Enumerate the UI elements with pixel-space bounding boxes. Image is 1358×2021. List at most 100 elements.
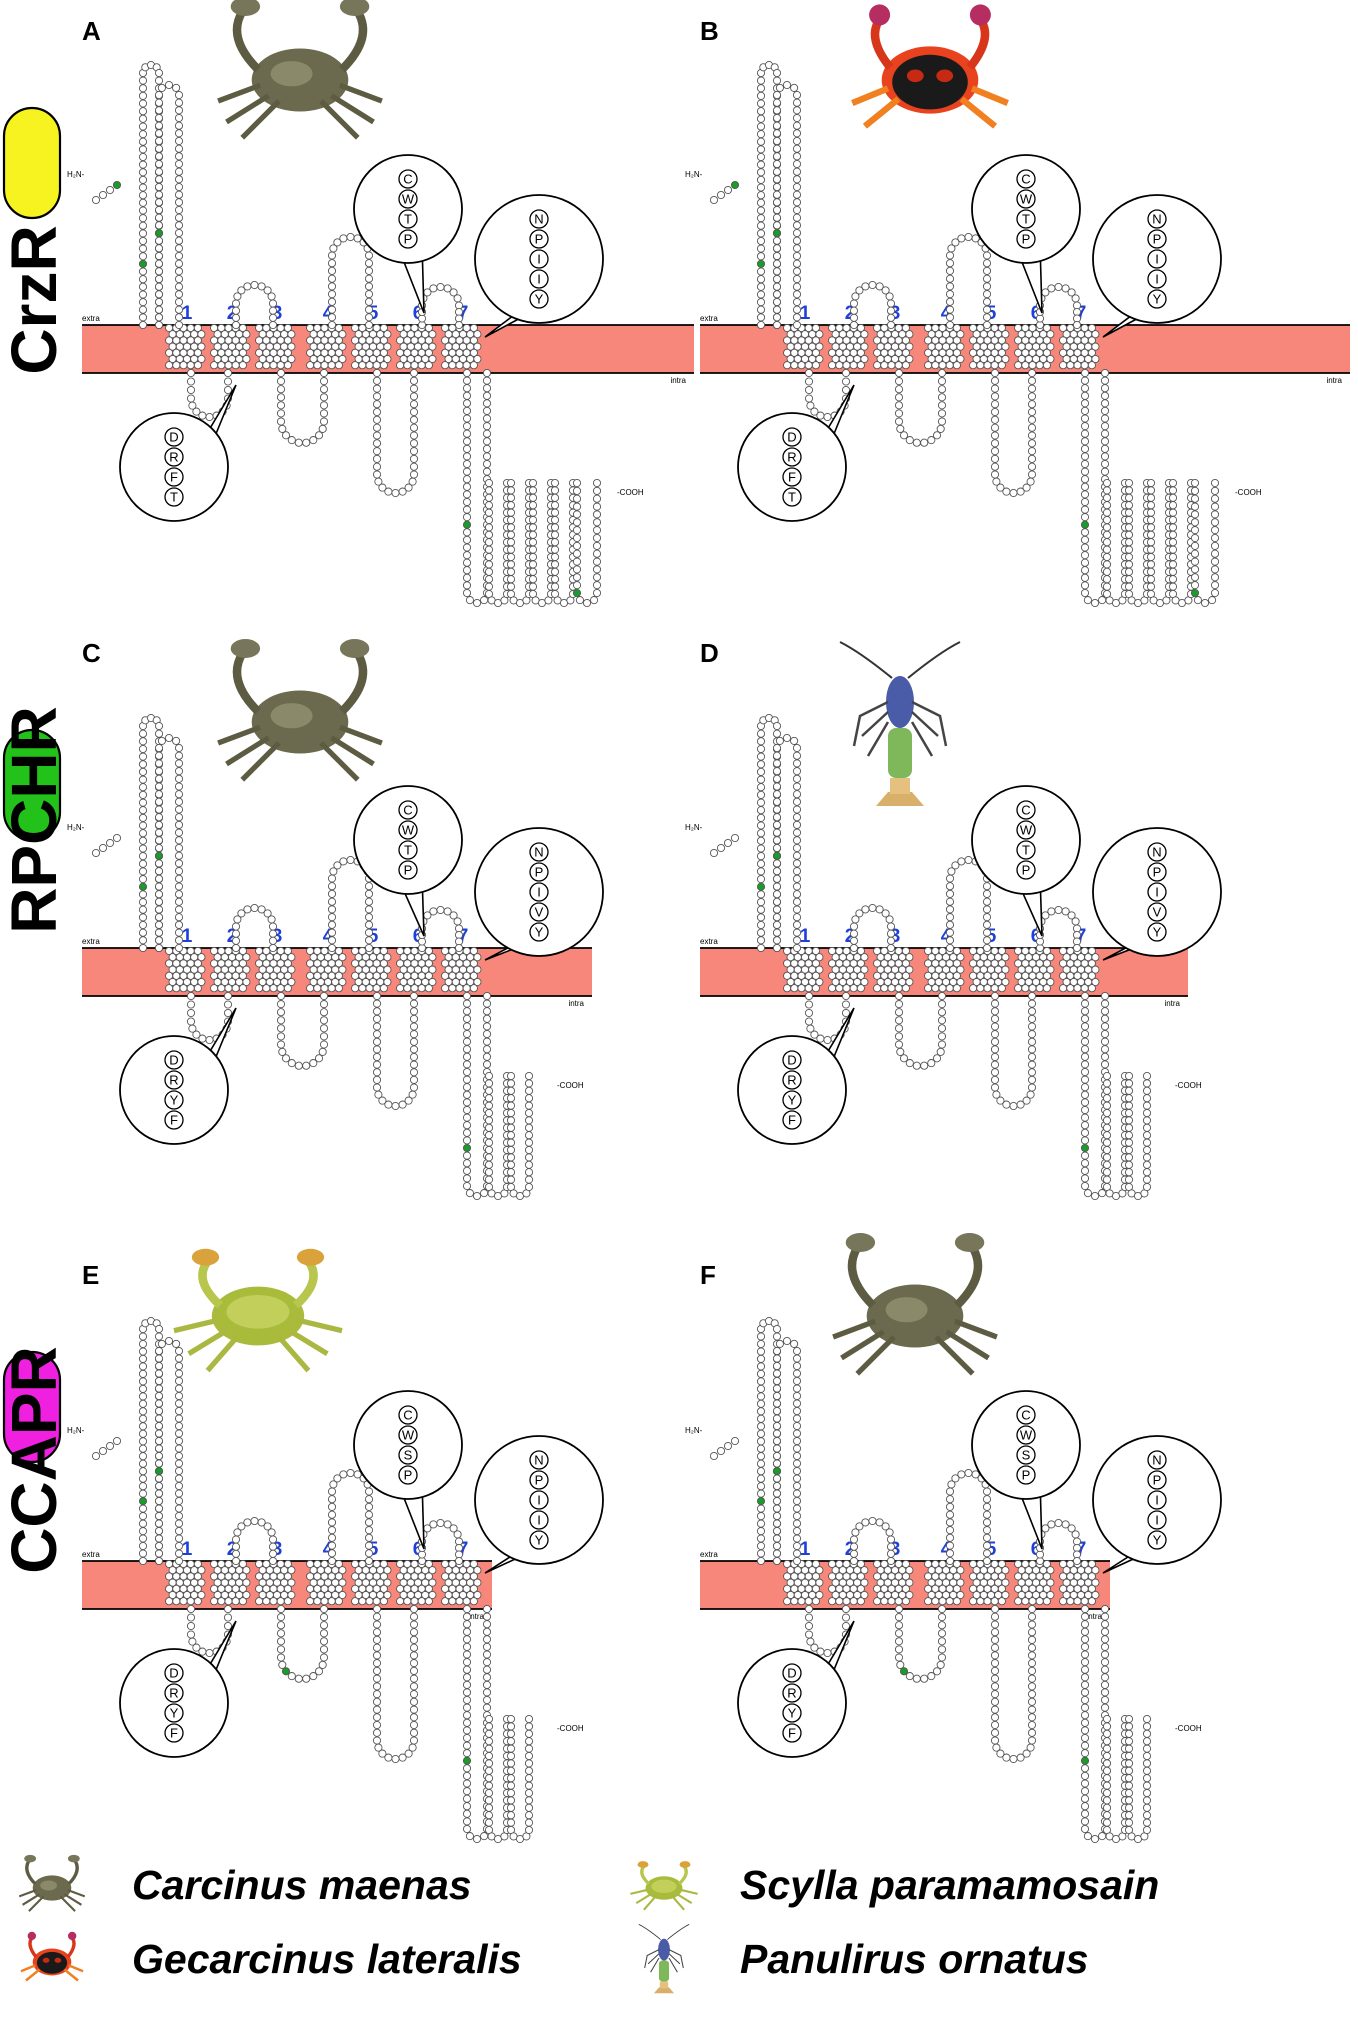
residue bbox=[105, 838, 115, 848]
residue bbox=[338, 1590, 347, 1600]
residue bbox=[1066, 1597, 1075, 1606]
motif-residue bbox=[164, 1050, 184, 1070]
residue bbox=[462, 581, 472, 590]
residue bbox=[154, 259, 164, 268]
tm-label: 7 bbox=[458, 303, 469, 324]
residue bbox=[276, 1613, 286, 1622]
motif-bubble bbox=[737, 412, 847, 522]
residue bbox=[957, 1470, 966, 1479]
motif-residue bbox=[529, 1470, 549, 1490]
residue bbox=[372, 1674, 382, 1683]
residue bbox=[484, 1123, 494, 1132]
residue bbox=[792, 205, 802, 215]
residue bbox=[792, 259, 802, 268]
residue bbox=[982, 1549, 992, 1558]
residue bbox=[372, 431, 382, 440]
residue bbox=[154, 867, 164, 876]
residue bbox=[901, 323, 910, 333]
residue bbox=[138, 221, 148, 230]
residue bbox=[936, 424, 945, 433]
residue bbox=[1102, 567, 1112, 576]
residue bbox=[1083, 1832, 1092, 1841]
residue bbox=[1142, 1803, 1152, 1812]
residue bbox=[396, 1597, 405, 1606]
residue bbox=[482, 1703, 492, 1712]
residue bbox=[319, 409, 329, 418]
residue bbox=[997, 323, 1006, 333]
residue bbox=[154, 1384, 164, 1393]
residue bbox=[174, 167, 184, 176]
residue bbox=[409, 392, 419, 401]
residue bbox=[506, 530, 516, 539]
residue bbox=[154, 1489, 164, 1498]
residue bbox=[193, 323, 202, 333]
residue bbox=[790, 736, 799, 745]
residue bbox=[327, 305, 337, 314]
residue bbox=[372, 1682, 382, 1691]
residue bbox=[98, 1446, 108, 1456]
residue bbox=[231, 306, 241, 315]
motif-residue bbox=[1016, 1445, 1036, 1465]
extra-label: extra bbox=[82, 937, 100, 946]
residue bbox=[756, 1332, 766, 1341]
residue bbox=[792, 182, 802, 192]
residue bbox=[1102, 1766, 1112, 1775]
residue bbox=[462, 1620, 472, 1629]
residue bbox=[287, 1672, 296, 1681]
residue bbox=[851, 1528, 860, 1537]
residue bbox=[1124, 501, 1134, 510]
residue bbox=[1102, 538, 1112, 547]
residue bbox=[1210, 565, 1220, 574]
tm-label: 3 bbox=[890, 303, 901, 324]
residue bbox=[990, 407, 1000, 417]
residue bbox=[268, 306, 278, 315]
residue bbox=[409, 1022, 419, 1031]
motif-letter: Y bbox=[1153, 925, 1162, 940]
residue bbox=[772, 882, 782, 891]
residue bbox=[550, 486, 560, 495]
residue bbox=[1080, 1083, 1090, 1092]
residue bbox=[1002, 487, 1011, 496]
residue bbox=[327, 361, 336, 370]
residue bbox=[327, 943, 337, 953]
residue bbox=[1142, 1116, 1152, 1125]
residue bbox=[885, 292, 894, 301]
motif-bubble bbox=[119, 412, 229, 522]
residue bbox=[276, 1653, 286, 1662]
residue bbox=[756, 875, 766, 884]
residue bbox=[856, 1572, 865, 1581]
residue bbox=[952, 336, 961, 345]
residue bbox=[937, 1604, 947, 1614]
intra-label: intra bbox=[1326, 376, 1342, 385]
residue bbox=[506, 545, 516, 554]
residue bbox=[462, 573, 472, 582]
residue bbox=[528, 508, 538, 517]
residue bbox=[1124, 1123, 1134, 1132]
residue bbox=[886, 936, 896, 945]
residue bbox=[772, 1429, 782, 1438]
residue bbox=[268, 922, 278, 931]
residue bbox=[484, 486, 494, 495]
residue bbox=[797, 361, 806, 370]
residue bbox=[945, 259, 955, 268]
residue bbox=[231, 943, 241, 953]
motif-bubble bbox=[737, 1035, 847, 1145]
motif-residue bbox=[398, 189, 418, 209]
residue bbox=[138, 913, 148, 922]
motif-residue bbox=[1147, 209, 1167, 229]
residue bbox=[806, 1024, 815, 1033]
residue bbox=[1100, 1642, 1110, 1651]
residue bbox=[174, 98, 184, 107]
residue bbox=[138, 1399, 148, 1408]
residue bbox=[572, 518, 582, 527]
residue bbox=[1080, 1029, 1090, 1039]
motif-residue bbox=[164, 467, 184, 487]
residue bbox=[772, 790, 782, 799]
residue bbox=[1080, 566, 1090, 575]
residue bbox=[506, 1766, 516, 1775]
residue bbox=[154, 1526, 164, 1536]
residue bbox=[782, 733, 792, 743]
residue bbox=[894, 1032, 904, 1041]
motif-residue bbox=[164, 1703, 184, 1723]
residue bbox=[154, 90, 164, 100]
